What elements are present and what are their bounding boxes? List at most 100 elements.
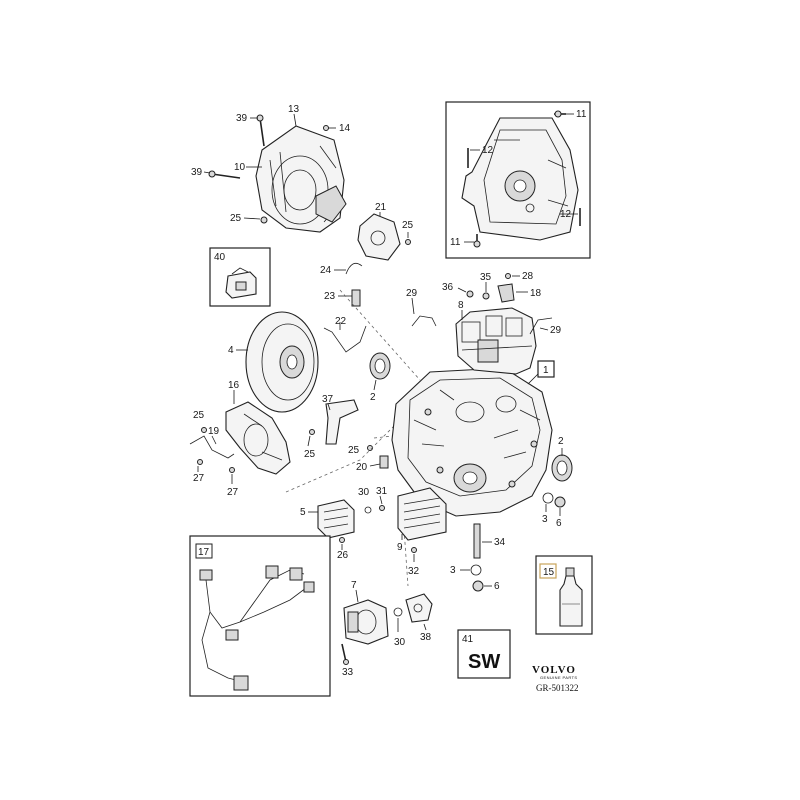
callout-25-bracket: 25	[402, 220, 414, 231]
callout-28: 28	[522, 271, 534, 282]
callout-13: 13	[288, 104, 300, 115]
bolt-33	[341, 643, 347, 663]
hose-29-right	[529, 317, 553, 335]
callout-3-right: 3	[542, 514, 548, 525]
housing-16	[225, 401, 291, 475]
screw-28	[505, 273, 511, 279]
callout-23: 23	[324, 291, 336, 302]
bolt-34	[473, 523, 481, 559]
bolt-39-upper	[256, 114, 265, 147]
screw-35	[482, 292, 490, 300]
callout-40: 40	[214, 252, 226, 263]
callout-1: 1	[543, 365, 549, 376]
callout-17: 17	[198, 547, 210, 558]
screw-26	[339, 537, 345, 543]
assembly-line-mid	[373, 435, 393, 439]
callout-25-sensor: 25	[348, 445, 360, 456]
callout-2-right: 2	[558, 436, 564, 447]
callout-3-lower: 3	[450, 565, 456, 576]
callout-11-top: 11	[576, 109, 587, 120]
callout-29-left: 29	[406, 288, 418, 299]
reference-code: GR-501322	[536, 683, 579, 693]
callout-16: 16	[228, 380, 240, 391]
bracket-37	[325, 399, 359, 445]
callout-38: 38	[420, 632, 432, 643]
bracket-housing-drawing	[461, 117, 579, 241]
callout-25-motor: 25	[230, 213, 242, 224]
callout-7: 7	[351, 580, 357, 591]
valve-body-8	[455, 307, 537, 375]
bolt-39-lower	[208, 170, 241, 179]
oil-cooler-5	[317, 499, 355, 539]
bracket-21	[357, 213, 401, 261]
callout-21: 21	[375, 202, 387, 213]
software-badge: SW	[468, 651, 500, 673]
detail-box-17	[189, 535, 331, 697]
screw-25-motor	[260, 216, 268, 224]
callout-5: 5	[300, 507, 306, 518]
callout-8: 8	[458, 300, 464, 311]
callout-41: 41	[462, 634, 474, 645]
callout-27-right: 27	[227, 487, 239, 498]
clip-27-left	[197, 459, 203, 465]
screw-25-left	[201, 427, 207, 433]
callout-10: 10	[234, 162, 246, 173]
torque-converter-4	[245, 311, 319, 413]
screw-25-bracket37	[309, 429, 315, 435]
plug-6-lower	[472, 580, 484, 592]
callout-27-left: 27	[193, 473, 205, 484]
filter-9	[397, 487, 447, 541]
washer-3-right	[542, 492, 554, 504]
oring-30-cooler	[364, 506, 372, 514]
callout-32: 32	[408, 566, 420, 577]
callout-35: 35	[480, 272, 492, 283]
cover-38	[405, 593, 433, 623]
callout-box-1	[537, 360, 555, 378]
assembly-line-sensor	[339, 289, 421, 381]
screw-32	[411, 547, 417, 553]
callout-2-upper: 2	[370, 392, 376, 403]
callout-39-upper: 39	[236, 113, 248, 124]
callout-30-cooler: 30	[358, 487, 370, 498]
callout-29-right: 29	[550, 325, 562, 336]
electric-motor	[255, 125, 347, 233]
sensor-23	[351, 289, 361, 307]
hose-24	[345, 262, 363, 275]
detail-box-41	[457, 629, 511, 679]
callout-4: 4	[228, 345, 234, 356]
bolt-11-bottom	[473, 234, 481, 248]
callout-25-bracket37: 25	[304, 449, 316, 460]
transmission-case-1	[391, 367, 553, 517]
bolt-33-head	[343, 659, 349, 665]
callout-6-lower: 6	[494, 581, 500, 592]
detail-box-bracket: 11 12 12 11	[445, 101, 591, 259]
callout-19: 19	[208, 426, 220, 437]
callout-36: 36	[442, 282, 454, 293]
clip-27-right	[229, 467, 235, 473]
callout-34: 34	[494, 537, 506, 548]
screw-36	[466, 290, 474, 298]
washer-3-lower	[470, 564, 482, 576]
sensor-20	[379, 455, 389, 469]
harness-19	[189, 435, 235, 459]
screw-14	[323, 125, 329, 131]
callout-11-bottom: 11	[450, 237, 461, 248]
hose-29-left	[411, 315, 437, 327]
callout-12-right: 12	[560, 209, 572, 220]
brand-logo: VOLVO	[532, 664, 576, 676]
callout-6-right: 6	[556, 518, 562, 529]
oring-30-actuator	[393, 607, 403, 617]
callout-30-actuator: 30	[394, 637, 406, 648]
callout-12-left: 12	[482, 145, 494, 156]
callout-15: 15	[543, 567, 555, 578]
screw-25-bracket	[405, 239, 411, 245]
callout-22: 22	[335, 316, 347, 327]
assembly-line-left	[285, 419, 401, 493]
seal-2-right	[551, 454, 573, 482]
callout-39-lower: 39	[191, 167, 203, 178]
callout-24: 24	[320, 265, 332, 276]
pipe-22	[323, 325, 367, 353]
sensor-18	[497, 283, 515, 303]
seal-2-upper	[369, 352, 391, 380]
detail-box-15	[535, 555, 593, 635]
